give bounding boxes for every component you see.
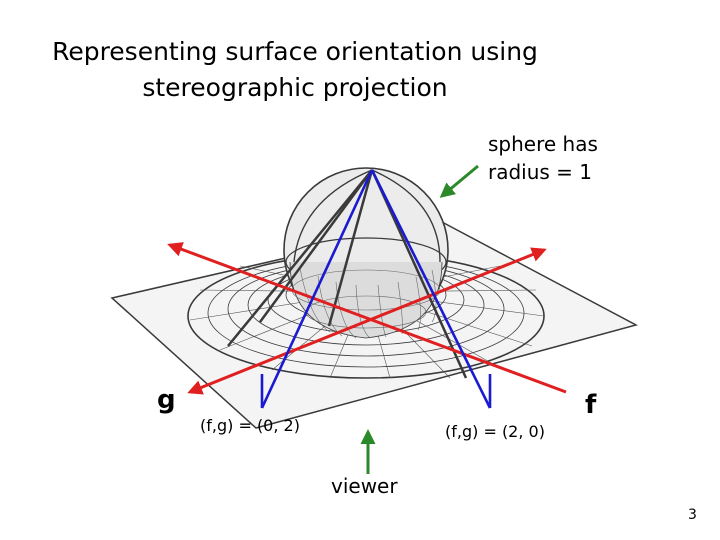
axis-f-line (187, 247, 547, 395)
viewer-label: viewer (331, 474, 398, 498)
point-2-label: (f,g) = (2, 0) (445, 422, 545, 441)
page-number: 3 (688, 507, 697, 523)
note-line-1: sphere has (488, 132, 598, 156)
title-line-2: stereographic projection (142, 73, 448, 102)
point-1-label: (f,g) = (0, 2) (200, 416, 300, 435)
note-line-2: radius = 1 (488, 160, 593, 184)
blue-ray-left (260, 169, 374, 409)
radius-pointer-arrow (439, 164, 479, 198)
title-line-1: Representing surface orientation using (52, 37, 538, 66)
sphere-radius-note: sphere has radius = 1 (488, 130, 598, 186)
axis-g-label: g (157, 385, 176, 415)
slide-title: Representing surface orientation using s… (0, 34, 590, 106)
blue-ray-right (370, 169, 492, 409)
axis-f-label: f (585, 390, 597, 420)
